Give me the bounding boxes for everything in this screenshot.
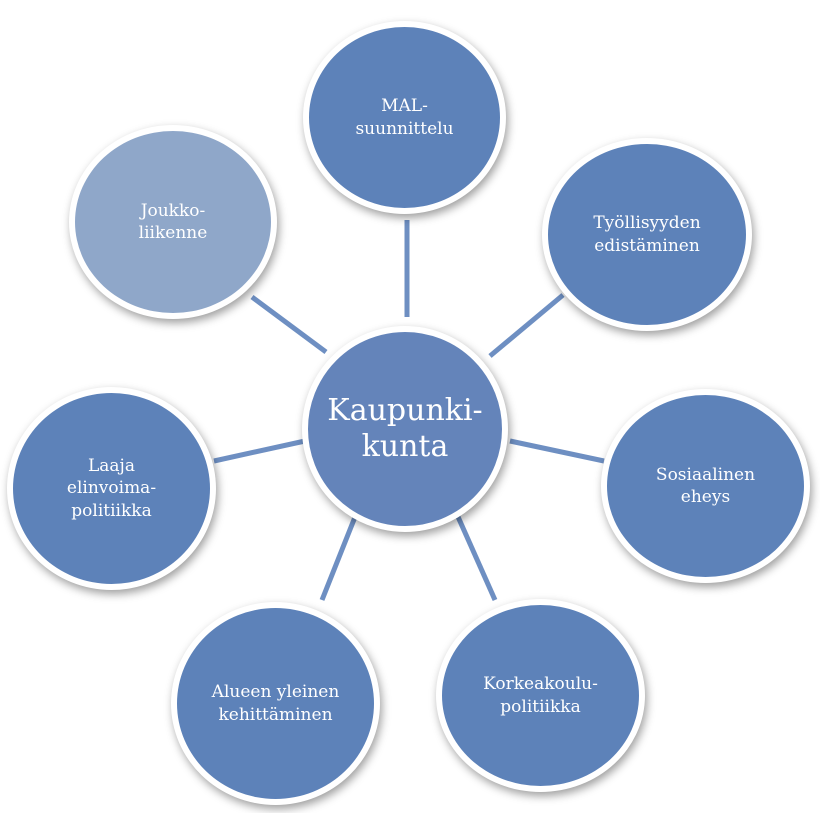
- node-alueen-yleinen-kehittaminen: Alueen yleinen kehittäminen: [171, 602, 380, 805]
- node-tyollisyyden-edistaminen: Työllisyyden edistäminen: [542, 138, 752, 331]
- node-label: Laaja elinvoima- politiikka: [66, 455, 157, 521]
- node-sosiaalinen-eheys: Sosiaalinen eheys: [601, 389, 810, 583]
- node-label: MAL- suunnittelu: [355, 96, 454, 139]
- node-korkeakoulupolitiikka: Korkeakoulu- politiikka: [436, 599, 645, 792]
- center-label: Kaupunki- kunta: [327, 393, 483, 464]
- node-mal-suunnittelu: MAL- suunnittelu: [303, 21, 506, 214]
- node-label: Alueen yleinen kehittäminen: [211, 682, 340, 725]
- node-laaja-elinvoimapolitiikka: Laaja elinvoima- politiikka: [7, 387, 216, 590]
- center-node-kaupunkikunta: Kaupunki- kunta: [302, 326, 508, 532]
- node-label: Joukko- liikenne: [138, 200, 208, 243]
- connector-sos: [509, 438, 605, 464]
- connector-tyo: [488, 293, 565, 358]
- node-joukkoliikenne: Joukko- liikenne: [69, 125, 277, 319]
- connector-kork: [452, 508, 498, 602]
- node-label: Sosiaalinen eheys: [655, 464, 756, 507]
- connector-alue: [319, 511, 360, 601]
- node-label: Työllisyyden edistäminen: [593, 213, 701, 256]
- connector-laaja: [213, 438, 306, 464]
- connector-jouk: [250, 294, 328, 355]
- node-label: Korkeakoulu- politiikka: [483, 674, 598, 717]
